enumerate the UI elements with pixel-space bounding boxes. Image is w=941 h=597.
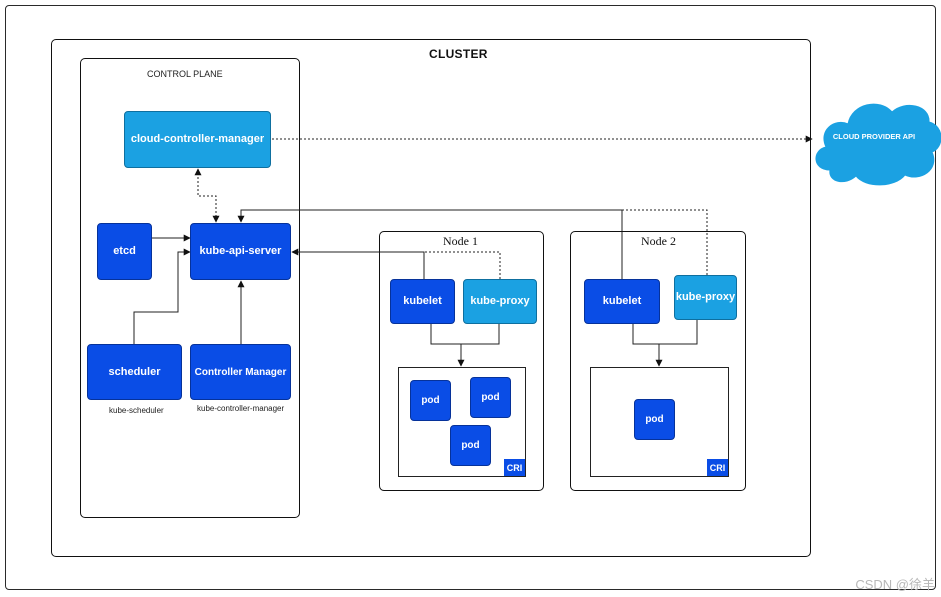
node1-pod-2: pod xyxy=(470,377,511,418)
kube-api-server-box: kube-api-server xyxy=(190,223,291,280)
control-plane-container xyxy=(80,58,300,518)
node2-container xyxy=(570,231,746,491)
node1-kubelet-api-connector xyxy=(291,248,425,279)
cluster-title: CLUSTER xyxy=(429,47,488,61)
ccm-api-connector xyxy=(194,168,220,223)
node2-cri-badge: CRI xyxy=(707,459,728,476)
control-plane-title: CONTROL PLANE xyxy=(147,69,223,79)
etcd-box: etcd xyxy=(97,223,152,280)
node2-cri-area xyxy=(590,367,729,477)
scheduler-caption: kube-scheduler xyxy=(109,406,164,415)
node2-kubelet-api-connector xyxy=(237,209,623,279)
node1-title: Node 1 xyxy=(443,234,478,248)
node1-kubelet-box: kubelet xyxy=(390,279,455,324)
node1-kube-proxy-box: kube-proxy xyxy=(463,279,537,324)
node1-pod-1: pod xyxy=(410,380,451,421)
node1-container xyxy=(379,231,544,491)
node2-kube-proxy-box: kube-proxy xyxy=(674,275,737,320)
node2-title: Node 2 xyxy=(641,234,676,248)
watermark: CSDN @徐羊 xyxy=(855,577,935,592)
scheduler-box: scheduler xyxy=(87,344,182,400)
node1-pod-3: pod xyxy=(450,425,491,466)
cloud-provider-label: CLOUD PROVIDER API xyxy=(832,131,916,141)
node1-cri-badge: CRI xyxy=(504,459,525,476)
controller-manager-box: Controller Manager xyxy=(190,344,291,400)
node2-kubelet-box: kubelet xyxy=(584,279,660,324)
node2-proxy-api-connector xyxy=(622,209,708,275)
node1-cri-area xyxy=(398,367,526,477)
cluster-container xyxy=(51,39,811,557)
cloud-controller-manager-box: cloud-controller-manager xyxy=(124,111,271,168)
outer-frame xyxy=(5,5,936,590)
controller-manager-caption: kube-controller-manager xyxy=(197,404,285,413)
scheduler-api-connector xyxy=(133,248,191,344)
node2-pod-1: pod xyxy=(634,399,675,440)
node1-proxy-api-connector xyxy=(424,251,501,279)
